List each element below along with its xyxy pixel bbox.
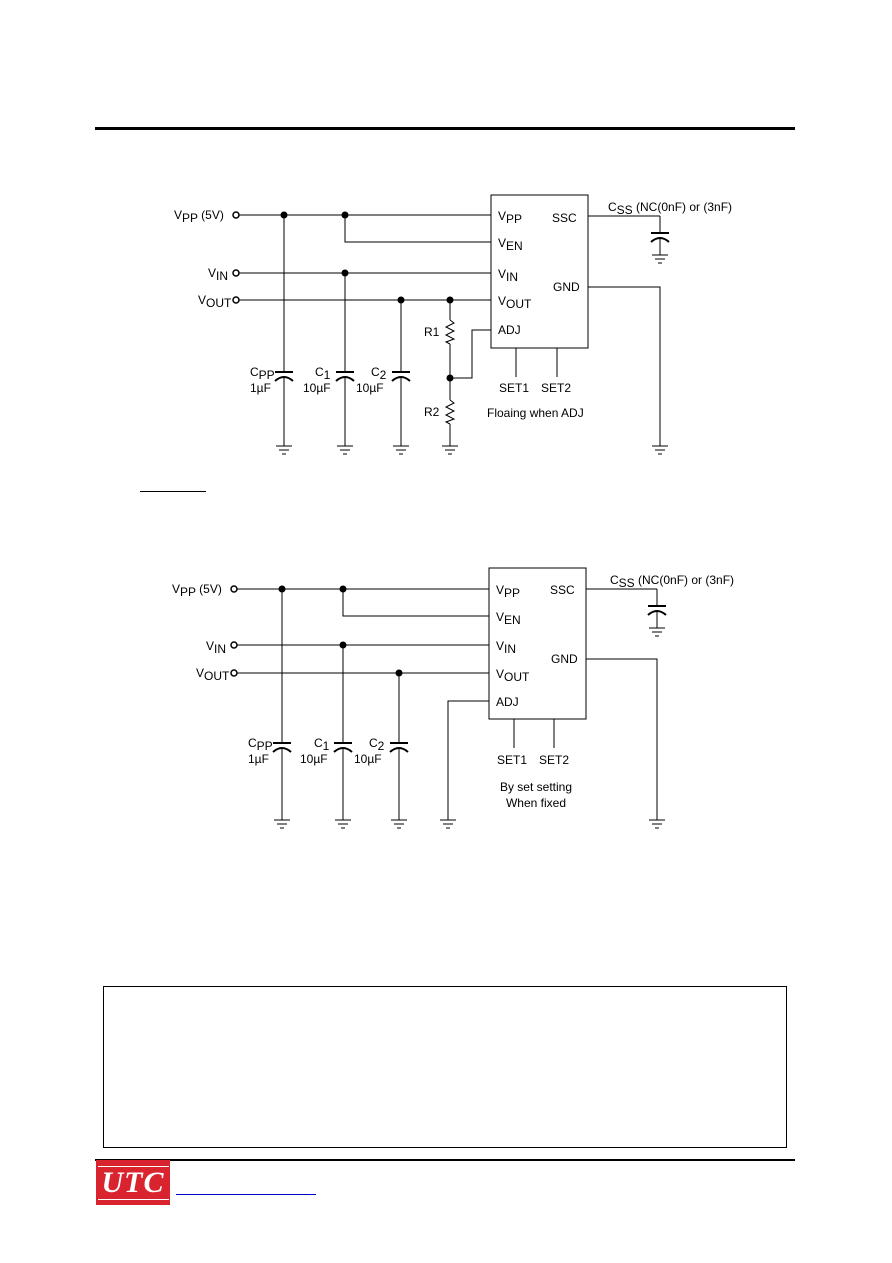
ic-pin-set2: SET2 bbox=[541, 381, 571, 395]
r2-label: R2 bbox=[424, 405, 440, 419]
figure-caption-underline bbox=[140, 491, 206, 492]
vin-input-label-fixed: VIN bbox=[206, 639, 226, 656]
c2-label-fixed: C2 bbox=[369, 736, 385, 753]
adj-note: Floaing when ADJ bbox=[487, 406, 584, 420]
ic-pin-gnd: GND bbox=[553, 280, 580, 294]
c2-label: C2 bbox=[371, 365, 387, 382]
vout-input-label: VOUT bbox=[198, 293, 232, 310]
cpp-value-fixed: 1µF bbox=[248, 752, 269, 766]
ic-pin-vpp-fixed: VPP bbox=[496, 583, 520, 600]
cpp-label-fixed: CPP bbox=[248, 736, 273, 753]
junction-dots-fixed bbox=[278, 585, 403, 677]
ic-pin-ven-fixed: VEN bbox=[496, 610, 521, 627]
ic-pin-gnd-fixed: GND bbox=[551, 652, 578, 666]
ic-pin-adj-fixed: ADJ bbox=[496, 695, 519, 709]
disclaimer-box bbox=[103, 986, 787, 1148]
c1-label-fixed: C1 bbox=[314, 736, 330, 753]
ic-body-fixed bbox=[488, 567, 587, 720]
vpp-input-label-fixed: VPP (5V) bbox=[172, 582, 222, 599]
vout-input-label-fixed: VOUT bbox=[196, 666, 230, 683]
fixed-note-line2: When fixed bbox=[506, 796, 566, 810]
wires bbox=[239, 214, 661, 446]
ic-pin-vin: VIN bbox=[498, 267, 518, 284]
vpp-input-label: VPP (5V) bbox=[174, 208, 224, 225]
cpp-label: CPP bbox=[250, 365, 275, 382]
r2-symbol bbox=[444, 399, 456, 425]
css-label-fixed: CSS (NC(0nF) or (3nF) bbox=[610, 573, 734, 590]
c1-label: C1 bbox=[315, 365, 331, 382]
ic-body bbox=[490, 194, 589, 349]
css-label: CSS (NC(0nF) or (3nF) bbox=[608, 200, 732, 217]
ground-symbols-fixed bbox=[274, 627, 665, 829]
ic-pin-set1: SET1 bbox=[499, 381, 529, 395]
website-link[interactable] bbox=[176, 1194, 316, 1195]
ic-pin-ssc-fixed: SSC bbox=[550, 583, 575, 597]
ground-symbols bbox=[276, 254, 668, 455]
ic-pin-vpp: VPP bbox=[498, 209, 522, 226]
ic-pin-set1-fixed: SET1 bbox=[497, 753, 527, 767]
c2-value: 10µF bbox=[356, 381, 384, 395]
header-rule bbox=[95, 127, 795, 130]
r1-symbol bbox=[444, 319, 456, 345]
utc-logo-text: UTC bbox=[101, 1165, 165, 1199]
cpp-value: 1µF bbox=[250, 381, 271, 395]
vin-input-label: VIN bbox=[208, 266, 228, 283]
ic-pin-set2-fixed: SET2 bbox=[539, 753, 569, 767]
capacitor-symbols-fixed bbox=[272, 605, 667, 753]
c1-value-fixed: 10µF bbox=[300, 752, 328, 766]
capacitor-symbols bbox=[274, 232, 670, 382]
junction-dots bbox=[280, 211, 454, 382]
ic-pin-ssc: SSC bbox=[552, 211, 577, 225]
vout-terminal-fixed bbox=[230, 669, 238, 677]
ic-pin-adj: ADJ bbox=[498, 323, 521, 337]
wires-fixed bbox=[237, 588, 658, 820]
ic-pin-vout: VOUT bbox=[498, 294, 532, 311]
ic-pin-ven: VEN bbox=[498, 236, 523, 253]
utc-logo: UTC bbox=[96, 1160, 170, 1205]
c2-value-fixed: 10µF bbox=[354, 752, 382, 766]
utc-logo-frame: UTC bbox=[97, 1165, 169, 1200]
r1-label: R1 bbox=[424, 325, 440, 339]
vpp-terminal-fixed bbox=[230, 585, 238, 593]
footer-rule bbox=[95, 1159, 795, 1161]
ic-pin-vout-fixed: VOUT bbox=[496, 667, 530, 684]
vin-terminal-fixed bbox=[230, 641, 238, 649]
fixed-note-line1: By set setting bbox=[500, 780, 572, 794]
c1-value: 10µF bbox=[303, 381, 331, 395]
ic-pin-vin-fixed: VIN bbox=[496, 639, 516, 656]
